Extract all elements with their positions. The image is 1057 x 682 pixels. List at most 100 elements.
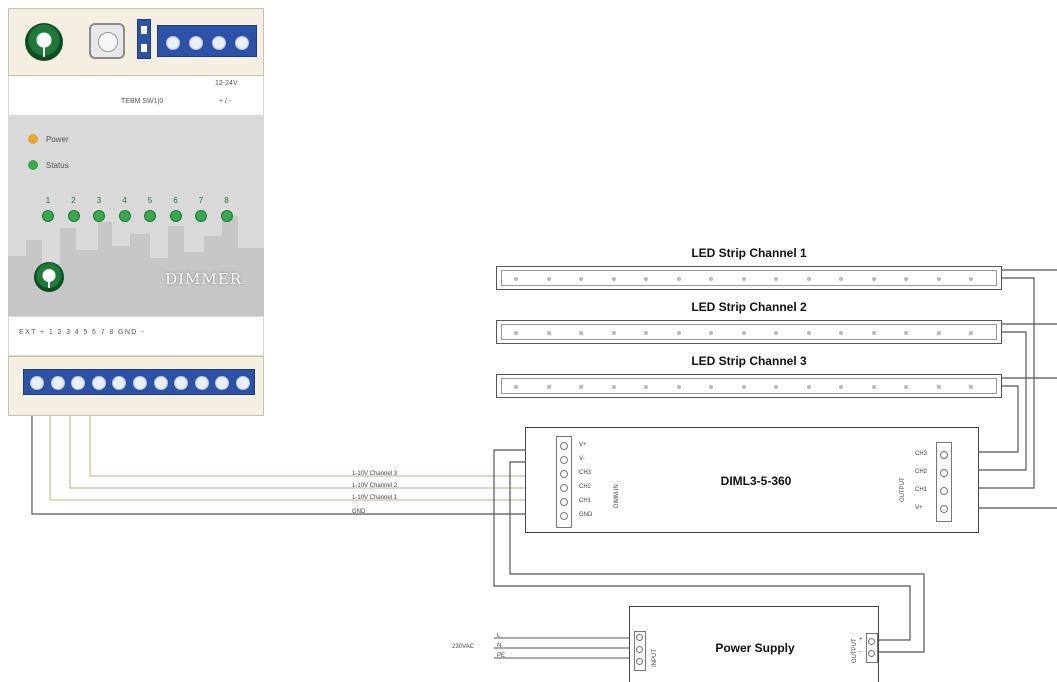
led-chip-icon bbox=[709, 331, 713, 335]
diml-input-label: V- bbox=[579, 456, 585, 462]
led-chip-icon bbox=[676, 331, 681, 335]
skyline-graphic bbox=[8, 216, 264, 316]
terminal-screw-icon bbox=[30, 376, 44, 390]
led-chip-icon bbox=[579, 331, 583, 335]
power-terminal-block bbox=[157, 25, 257, 57]
psu-input-terminal bbox=[634, 631, 646, 671]
strip-title: LED Strip Channel 3 bbox=[691, 354, 807, 368]
channel-number: 4 bbox=[122, 196, 127, 205]
terminal-screw-icon bbox=[71, 376, 86, 390]
channel-led-icon bbox=[220, 210, 233, 222]
led-chip-icon bbox=[969, 277, 973, 281]
channel-number: 8 bbox=[224, 196, 229, 205]
legend-label: Power bbox=[46, 135, 69, 144]
wire-ch1 bbox=[49, 416, 558, 501]
switch-label: TEBM SW1|0 bbox=[121, 98, 164, 105]
terminal-screw-icon bbox=[215, 376, 230, 390]
wire-out-ch1 bbox=[950, 277, 1035, 489]
diml-output-label: CH3 bbox=[915, 451, 928, 457]
led-strip bbox=[496, 266, 1002, 290]
small-knob-icon[interactable] bbox=[34, 262, 64, 292]
wire-out-ch3 bbox=[950, 385, 1019, 453]
terminal-screw-icon bbox=[940, 469, 948, 477]
led-chip-icon bbox=[644, 277, 648, 281]
terminal-screw-icon bbox=[940, 451, 948, 459]
wire-psu-vplus bbox=[493, 449, 911, 641]
dip-switch[interactable] bbox=[137, 19, 151, 59]
led-chip-icon bbox=[806, 331, 811, 335]
psu-output-pin-label: + bbox=[859, 637, 863, 643]
terminal-screw-icon bbox=[636, 658, 643, 665]
dimmer-label-strip: 12-24V TEBM SW1|0 + / - bbox=[8, 76, 264, 116]
terminal-screw-icon bbox=[212, 36, 226, 50]
power-supply: Power Supply INPUT +- OUTPUT bbox=[629, 606, 879, 682]
led-chip-icon bbox=[969, 331, 973, 335]
led-chip-icon bbox=[774, 385, 778, 389]
led-chip-icon bbox=[741, 385, 746, 389]
led-chip-icon bbox=[546, 331, 551, 335]
pin-label-row: EXT + 1 2 3 4 5 6 7 8 GND - bbox=[19, 329, 145, 336]
diml-input-label: GND bbox=[579, 512, 593, 518]
wire-ch3 bbox=[89, 416, 558, 477]
terminal-screw-icon bbox=[560, 512, 568, 520]
terminal-screw-icon bbox=[166, 36, 180, 50]
terminal-screw-icon bbox=[133, 376, 147, 390]
diml-input-group-label: DIMM.IN bbox=[614, 484, 620, 508]
led-chip-icon bbox=[839, 385, 843, 389]
terminal-screw-icon bbox=[940, 487, 948, 495]
led-chip-icon bbox=[871, 277, 876, 281]
channel-led-icon bbox=[118, 210, 131, 222]
led-chip-icon bbox=[514, 385, 518, 389]
led-chip-icon bbox=[709, 385, 713, 389]
terminal-screw-icon bbox=[153, 376, 168, 390]
led-chip-icon bbox=[774, 277, 778, 281]
terminal-screw-icon bbox=[189, 36, 203, 50]
terminal-screw-icon bbox=[560, 456, 568, 464]
led-chip-icon bbox=[611, 331, 616, 335]
diml-input-label: CH3 bbox=[579, 470, 592, 476]
terminal-screw-icon bbox=[50, 376, 65, 390]
terminal-screw-icon bbox=[868, 650, 875, 657]
channel-number: 5 bbox=[147, 196, 153, 205]
led-chip-icon bbox=[936, 385, 941, 389]
terminal-screw-icon bbox=[174, 376, 189, 390]
ac-pin-label: L bbox=[497, 633, 501, 639]
diml-output-label: CH2 bbox=[915, 469, 928, 475]
terminal-screw-icon bbox=[112, 376, 127, 390]
led-chip-icon bbox=[644, 331, 648, 335]
psu-output-pin-label: - bbox=[859, 649, 861, 655]
led-chip-icon bbox=[741, 277, 746, 281]
led-chip-icon bbox=[676, 385, 681, 389]
terminal-screw-icon bbox=[560, 442, 568, 450]
led-chip-icon bbox=[579, 277, 583, 281]
led-chip-icon bbox=[546, 277, 551, 281]
channel-number: 1 bbox=[45, 196, 51, 205]
supply-voltage-label: 12-24V bbox=[215, 80, 238, 87]
wire-label: 1-10V Channel 2 bbox=[352, 483, 398, 489]
rotary-knob-icon[interactable] bbox=[25, 23, 63, 61]
channel-number: 6 bbox=[173, 196, 178, 205]
led-chip-icon bbox=[741, 331, 746, 335]
diml-input-label: V+ bbox=[579, 442, 587, 448]
ac-input-label: 230VAC bbox=[452, 644, 474, 650]
channel-led-icon bbox=[169, 210, 182, 222]
legend-label: Status bbox=[46, 161, 69, 170]
strip-body bbox=[501, 270, 997, 286]
push-button[interactable] bbox=[89, 23, 125, 59]
led-chip-icon bbox=[839, 331, 843, 335]
terminal-screw-icon bbox=[194, 376, 209, 390]
dimmer-pin-labels: EXT + 1 2 3 4 5 6 7 8 GND - bbox=[8, 316, 264, 356]
led-chip-icon bbox=[904, 385, 908, 389]
led-chip-icon bbox=[676, 277, 681, 281]
diml-input-label: CH2 bbox=[579, 484, 592, 490]
led-chip-icon bbox=[871, 331, 876, 335]
led-chip-icon bbox=[514, 277, 518, 281]
led-chip-icon bbox=[969, 385, 973, 389]
channel-led-icon bbox=[67, 210, 80, 222]
led-chip-icon bbox=[611, 385, 616, 389]
terminal-screw-icon bbox=[560, 498, 568, 506]
